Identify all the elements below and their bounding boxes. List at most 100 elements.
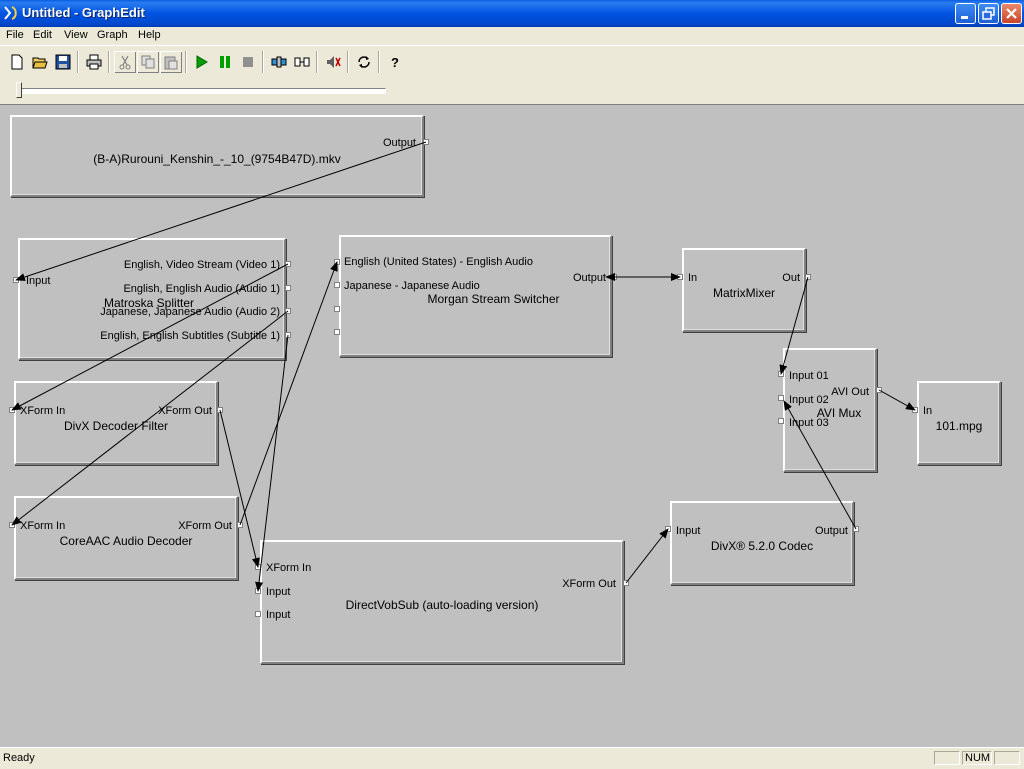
connections-layer <box>11 141 916 592</box>
toolbar-separator <box>316 51 318 73</box>
print-button[interactable] <box>83 51 105 73</box>
mute-icon <box>327 56 341 68</box>
open-icon <box>32 57 48 69</box>
pin-switcher-input3[interactable] <box>334 306 340 312</box>
pin-avimux-input02[interactable] <box>778 395 784 401</box>
toolbar-separator <box>108 51 110 73</box>
toolbar: ? <box>0 45 1024 79</box>
window-title: Untitled - GraphEdit <box>22 5 145 20</box>
pin-switcher-input4[interactable] <box>334 329 340 335</box>
connection-line[interactable] <box>779 276 809 375</box>
connection-line[interactable] <box>878 389 916 411</box>
help-button[interactable]: ? <box>384 51 406 73</box>
filter-title: DivX® 5.2.0 Codec <box>710 539 814 553</box>
pin-label: English (United States) - English Audio <box>344 256 533 268</box>
insert-filter-button[interactable] <box>291 51 313 73</box>
filter-divx-decoder[interactable]: DivX Decoder Filter XForm In XForm Out <box>14 381 218 465</box>
filter-title: DirectVobSub (auto-loading version) <box>345 598 539 612</box>
print-icon <box>86 54 102 70</box>
pin-label: Output <box>572 272 606 284</box>
menu-edit[interactable]: Edit <box>33 29 52 41</box>
filter-title: MatrixMixer <box>713 286 775 300</box>
filter-matrixmixer[interactable]: MatrixMixer In Out <box>682 248 806 332</box>
save-button[interactable] <box>52 51 74 73</box>
new-icon <box>11 54 23 70</box>
menu-help[interactable]: Help <box>138 29 161 41</box>
pin-label: Japanese, Japanese Audio (Audio 2) <box>100 306 280 318</box>
filter-morgan-stream-switcher[interactable]: Morgan Stream Switcher English (United S… <box>339 235 612 357</box>
pin-splitter-audio1[interactable] <box>285 285 291 291</box>
paste-icon <box>164 56 178 70</box>
connection-line[interactable] <box>255 334 289 592</box>
pin-avimux-input03[interactable] <box>778 418 784 424</box>
pause-button[interactable] <box>214 51 236 73</box>
connection-line[interactable] <box>219 409 260 568</box>
menu-bar: File Edit View Graph Help <box>0 27 1024 45</box>
pin-label: XForm Out <box>178 520 232 532</box>
status-panel-caps <box>934 751 960 765</box>
filter-icon <box>294 57 310 67</box>
pin-label: Output <box>382 137 416 149</box>
filter-title: DivX Decoder Filter <box>63 419 169 433</box>
new-button[interactable] <box>6 51 28 73</box>
pin-vobsub-input2[interactable] <box>255 611 261 617</box>
cut-icon <box>119 55 131 70</box>
pin-label: Japanese - Japanese Audio <box>344 280 480 292</box>
menu-graph[interactable]: Graph <box>97 29 128 41</box>
filter-matroska-splitter[interactable]: Matroska Splitter Input English, Video S… <box>18 238 286 360</box>
filter-divx-codec[interactable]: DivX® 5.2.0 Codec Input Output <box>670 501 854 585</box>
toolbar-separator <box>77 51 79 73</box>
connection-line[interactable] <box>239 261 338 526</box>
pin-switcher-input2[interactable] <box>334 282 340 288</box>
menu-view[interactable]: View <box>64 29 88 41</box>
pin-label: XForm Out <box>562 578 616 590</box>
connection-line[interactable] <box>625 528 669 584</box>
connection-line[interactable] <box>11 310 289 526</box>
mute-button[interactable] <box>322 51 344 73</box>
toolbar-separator <box>347 51 349 73</box>
toolbar-separator <box>185 51 187 73</box>
pause-icon <box>220 56 230 68</box>
filter-title: Morgan Stream Switcher <box>427 292 560 306</box>
toolbar-separator <box>378 51 380 73</box>
toolbar-separator <box>262 51 264 73</box>
copy-button[interactable] <box>137 51 159 73</box>
status-text: Ready <box>3 752 35 764</box>
copy-icon <box>141 55 155 69</box>
pin-label: Input 03 <box>789 417 829 429</box>
pin-label: Input <box>266 609 291 621</box>
title-bar[interactable]: Untitled - GraphEdit <box>0 0 1024 27</box>
pin-label: In <box>688 272 698 284</box>
connection-line[interactable] <box>783 400 857 530</box>
pin-label: Input 01 <box>789 370 829 382</box>
svg-text:?: ? <box>391 55 399 70</box>
refresh-icon <box>358 56 370 68</box>
paste-button[interactable] <box>160 51 182 73</box>
status-panel-num: NUM <box>962 751 992 765</box>
minimize-button[interactable] <box>955 3 976 24</box>
filter-title: AVI Mux <box>816 406 862 420</box>
refresh-button[interactable] <box>353 51 375 73</box>
open-button[interactable] <box>29 51 51 73</box>
seek-slider-track[interactable] <box>17 88 386 94</box>
restore-button[interactable] <box>978 3 999 24</box>
seek-button[interactable] <box>268 51 290 73</box>
filter-coreaac-decoder[interactable]: CoreAAC Audio Decoder XForm In XForm Out <box>14 496 238 580</box>
connection-line[interactable] <box>11 263 289 411</box>
pin-label: Input <box>676 525 701 537</box>
connection-line[interactable] <box>15 141 427 281</box>
filter-source-file[interactable]: (B-A)Rurouni_Kenshin_-_10_(9754B47D).mkv… <box>10 115 424 197</box>
pin-label: Input 02 <box>789 394 829 406</box>
pin-label: XForm Out <box>158 405 212 417</box>
close-button[interactable] <box>1001 3 1022 24</box>
menu-file[interactable]: File <box>6 29 24 41</box>
pin-label: XForm In <box>20 520 66 532</box>
seek-icon <box>271 56 287 68</box>
graph-canvas[interactable]: (B-A)Rurouni_Kenshin_-_10_(9754B47D).mkv… <box>0 105 1024 747</box>
filter-directvobsub[interactable]: DirectVobSub (auto-loading version) XFor… <box>260 540 624 664</box>
stop-button[interactable] <box>237 51 259 73</box>
seek-slider-thumb[interactable] <box>16 82 22 98</box>
cut-button[interactable] <box>114 51 136 73</box>
play-button[interactable] <box>191 51 213 73</box>
filter-file-writer[interactable]: 101.mpg In <box>917 381 1001 465</box>
